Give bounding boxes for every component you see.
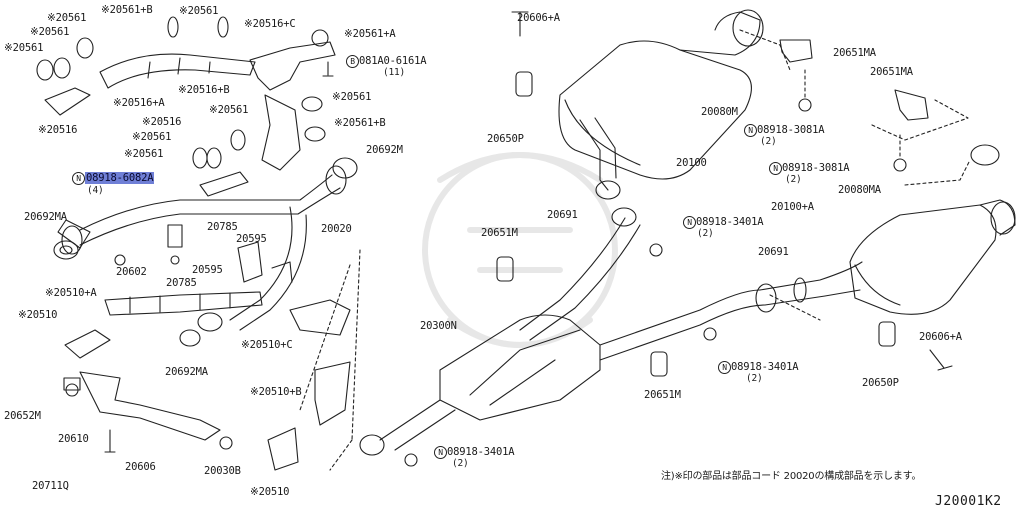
part-label-20651M: 20651M (644, 389, 681, 401)
part-label-20651M: 20651M (481, 227, 518, 239)
highlighted-part-number: 08918-6082A (85, 172, 155, 184)
front-pipe-20020 (57, 157, 358, 331)
part-label-20650P: 20650P (487, 133, 524, 145)
part-label-20602: 20602 (116, 266, 147, 278)
n-mark-icon: N (769, 162, 782, 175)
part-label-20561B: ※20561+B (334, 117, 386, 129)
heat-shield-20516A (99, 53, 256, 89)
part-label-20080MA: 20080MA (838, 184, 881, 196)
part-label-20080M: 20080M (701, 106, 738, 118)
clamp-rings-topleft (36, 16, 329, 81)
heat-shield-20516B (261, 94, 301, 171)
heat-shield-20516 (44, 87, 91, 116)
part-label-20785: 20785 (207, 221, 238, 233)
part-label-20606: 20606 (125, 461, 156, 473)
part-label-20561: ※20561 (30, 26, 70, 38)
part-label-20610: 20610 (58, 433, 89, 445)
n-mark-icon: N (718, 361, 731, 374)
part-label-20692M: 20692M (366, 144, 403, 156)
nut-qty: (2) (746, 373, 763, 384)
diagram-code: J20001K2 (935, 494, 1002, 509)
part-label-20561: ※20561 (332, 91, 372, 103)
watermark-logo (422, 152, 618, 348)
part-label-20516: ※20516 (38, 124, 78, 136)
part-label-20510A: ※20510+A (45, 287, 97, 299)
part-label-20561: ※20561 (47, 12, 87, 24)
nut-qty: (2) (785, 174, 802, 185)
part-label-20561: ※20561 (209, 104, 249, 116)
part-label-20650P: 20650P (862, 377, 899, 389)
part-label-20516: ※20516 (142, 116, 182, 128)
part-label-20561A: ※20561+A (344, 28, 396, 40)
rear-muffler-20100A (759, 144, 1016, 315)
nut-qty: (2) (697, 228, 714, 239)
heat-shield-20510A (104, 291, 263, 316)
part-label-20651MA: 20651MA (833, 47, 876, 59)
part-label-20785: 20785 (166, 277, 197, 289)
part-label-20595: 20595 (192, 264, 223, 276)
part-label-20691: 20691 (547, 209, 578, 221)
center-pipe-20300N (359, 217, 766, 456)
part-label-20300N: 20300N (420, 320, 457, 332)
n-mark-icon: N (72, 172, 85, 185)
n-mark-icon: N (683, 216, 696, 229)
part-label-20561: ※20561 (132, 131, 172, 143)
n-mark-icon: N (434, 446, 447, 459)
bracket-20610 (79, 371, 221, 441)
part-label-20561: ※20561 (179, 5, 219, 17)
main-muffler-20100 (558, 9, 764, 191)
part-label-20510: ※20510 (18, 309, 58, 321)
part-label-20100A: 20100+A (771, 201, 814, 213)
part-label-20516B: ※20516+B (178, 84, 230, 96)
heat-shield-20510B (314, 361, 351, 426)
part-label-20711Q: 20711Q (32, 480, 69, 492)
part-label-20595: 20595 (236, 233, 267, 245)
n-mark-icon: N (744, 124, 757, 137)
part-label-20561: ※20561 (4, 42, 44, 54)
part-label-20692MA: 20692MA (165, 366, 208, 378)
heat-shield-20516C (249, 41, 336, 91)
bolt-qty: (11) (383, 67, 406, 78)
nut-qty: (4) (87, 185, 104, 196)
part-label-20510: ※20510 (250, 486, 290, 498)
footnote: 注)※印の部品は部品コード 20020の構成部品を示します。 (661, 471, 922, 482)
part-label-20510C: ※20510+C (241, 339, 293, 351)
part-label-20030B: 20030B (204, 465, 241, 477)
part-label-20020: 20020 (321, 223, 352, 235)
part-label-20561B: ※20561+B (101, 4, 153, 16)
nut-qty: (2) (760, 136, 777, 147)
part-label-20692MA: 20692MA (24, 211, 67, 223)
part-label-20606A: 20606+A (919, 331, 962, 343)
part-label-20651MA: 20651MA (870, 66, 913, 78)
nut-qty: (2) (452, 458, 469, 469)
part-label-20606A: 20606+A (517, 12, 560, 24)
part-label-20510B: ※20510+B (250, 386, 302, 398)
part-label-20691: 20691 (758, 246, 789, 258)
part-label-20516A: ※20516+A (113, 97, 165, 109)
part-label-20516C: ※20516+C (244, 18, 296, 30)
part-label-20652M: 20652M (4, 410, 41, 422)
heat-shield-20510C (289, 299, 351, 336)
part-label-20561: ※20561 (124, 148, 164, 160)
part-label-20100: 20100 (676, 157, 707, 169)
b-mark-icon: B (346, 55, 359, 68)
